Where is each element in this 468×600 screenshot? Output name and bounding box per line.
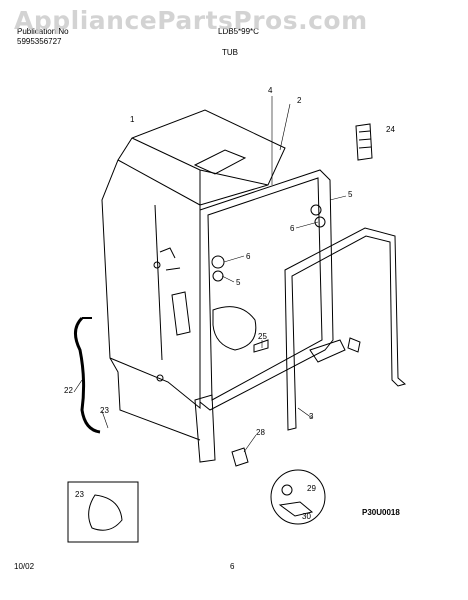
watermark-text: AppliancePartsPros.com [14, 6, 368, 35]
callout-23-upper: 23 [100, 406, 109, 415]
callout-29: 29 [307, 484, 316, 493]
callout-6-lower: 6 [246, 252, 251, 261]
callout-1: 1 [130, 115, 135, 124]
detail-circle [270, 469, 326, 525]
callout-24: 24 [386, 125, 395, 134]
callout-3: 3 [309, 412, 314, 421]
page-number: 6 [230, 562, 235, 571]
publication-label: Publication No [17, 27, 69, 36]
drain-hose [74, 316, 101, 434]
callout-30: 30 [302, 512, 311, 521]
inset-box [67, 481, 139, 543]
part-24 [355, 123, 373, 161]
part-28 [231, 447, 249, 467]
callout-25: 25 [258, 332, 267, 341]
sump-part [253, 339, 269, 353]
model-number: LDB5*99*C [218, 27, 259, 36]
section-title: TUB [222, 48, 238, 57]
publication-number: 5995356727 [17, 37, 62, 46]
callout-4: 4 [268, 86, 273, 95]
callout-28: 28 [256, 428, 265, 437]
side-rail [284, 227, 407, 431]
callout-2: 2 [297, 96, 302, 105]
callout-23-inset: 23 [75, 490, 84, 499]
callout-22: 22 [64, 386, 73, 395]
callout-5-lower: 5 [236, 278, 241, 287]
callout-6-upper: 6 [290, 224, 295, 233]
drawing-code: P30U0018 [362, 508, 400, 517]
callout-5-upper: 5 [348, 190, 353, 199]
footer-date: 10/02 [14, 562, 35, 571]
